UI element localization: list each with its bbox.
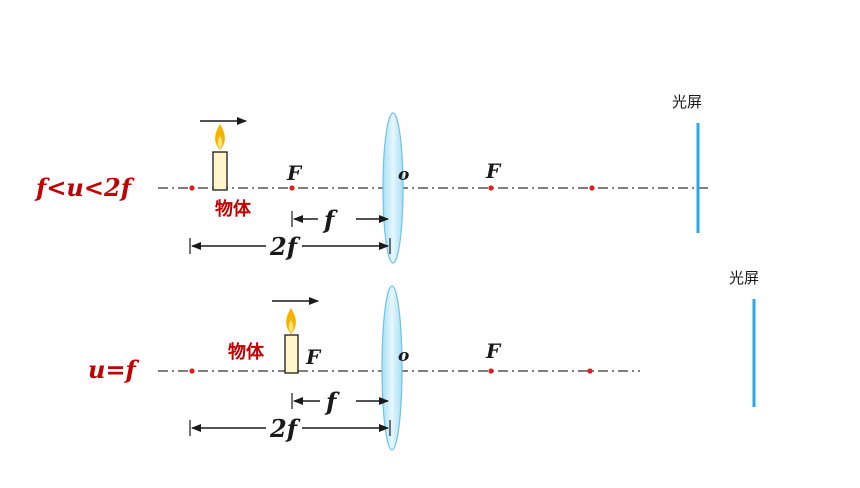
dimension-f-label: f xyxy=(324,387,340,416)
convex-lens xyxy=(382,112,404,264)
screen-label: 光屏 xyxy=(729,269,759,287)
dimension-2f-label: 2f xyxy=(269,232,301,261)
point-2f-right xyxy=(587,368,593,374)
convex-lens xyxy=(381,285,403,451)
object-label: 物体 xyxy=(215,198,252,220)
dimension-f-label: f xyxy=(322,205,338,234)
point-f-left xyxy=(289,185,295,191)
candle-body xyxy=(284,334,299,374)
screen-label: 光屏 xyxy=(672,93,702,111)
panel-bottom: u=f 物体 F o F 光屏 f 2f xyxy=(88,269,759,451)
focal-label-left: F xyxy=(305,345,322,369)
panel-top: f<u<2f 物体 F o F 光屏 f 2f xyxy=(34,93,708,264)
focal-label-left: F xyxy=(286,161,303,185)
point-f-right xyxy=(488,368,494,374)
object-label: 物体 xyxy=(228,341,265,363)
condition-label: f<u<2f xyxy=(34,173,135,202)
candle-body xyxy=(212,151,228,191)
point-2f-left xyxy=(189,368,195,374)
candle-object xyxy=(284,308,299,374)
center-label: o xyxy=(398,165,409,185)
focal-label-right: F xyxy=(485,339,502,363)
center-label: o xyxy=(398,346,409,366)
point-2f-right xyxy=(589,185,595,191)
candle-object xyxy=(212,124,228,191)
focal-label-right: F xyxy=(485,159,502,183)
point-f-right xyxy=(488,185,494,191)
point-2f-left xyxy=(189,185,195,191)
dimension-2f-label: 2f xyxy=(269,414,301,443)
condition-label: u=f xyxy=(88,355,140,384)
